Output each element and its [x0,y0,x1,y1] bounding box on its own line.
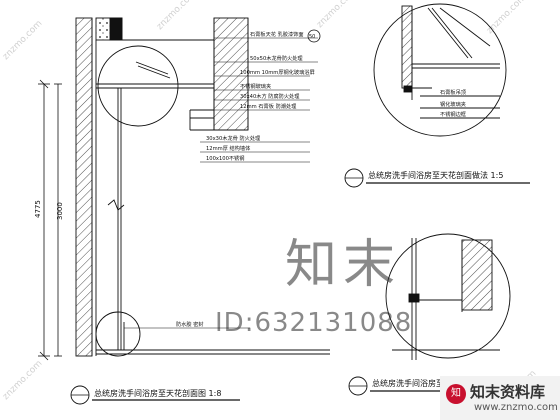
detail-circle-top [97,45,179,127]
title-detail-top [344,168,530,188]
detail-top-callouts: 石膏板吊顶 钢化玻璃夹 不锈钢边框 [440,88,466,118]
callout-10: 防水胶 密封 [176,320,204,328]
svg-text:znzmo.com: znzmo.com [315,0,358,30]
badge-url: www.znzmo.com [474,402,558,413]
callout-5: 30x40木方 防腐防火处理 [240,92,300,100]
callout-bubble [307,29,321,43]
callout-6: 12mm 石膏板 防潮处理 [240,102,297,110]
callout-3: 100mm 10mm厚钢化玻璃浴屏 [240,68,315,76]
site-badge[interactable]: 知 知末资料库 www.znzmo.com [440,376,560,420]
dim-total-label: 3000 [56,202,64,220]
detail-callout-2: 钢化玻璃夹 [440,100,466,108]
logo-icon: 知 [446,384,466,404]
title-detail-top-text: 总统房洗手间浴房至天花剖面做法 1:5 [368,170,503,180]
watermark-site: 知末 [285,235,402,295]
wall-hatch-left [75,17,93,357]
detail-callout-3: 不锈钢边框 [440,110,466,118]
detail-bottom [385,233,511,360]
leader-lines [124,37,318,329]
detail-circle-bottom [95,311,141,357]
callout-4: 不锈钢玻璃夹 [240,82,271,90]
svg-text:znzmo.com: znzmo.com [1,359,44,402]
title-detail-bottom-text: 总统房洗手间浴房至天花剖面做法 1:5 [372,378,507,388]
detail-callout-1: 石膏板吊顶 [440,88,466,96]
svg-text:znzmo.com: znzmo.com [155,0,198,32]
svg-text:znzmo.com: znzmo.com [485,0,528,36]
callout-bubble-text: 50 [309,34,315,40]
svg-text:znzmo.com: znzmo.com [1,19,44,62]
title-main-text: 总统房洗手间浴房至天花剖面图 1:8 [94,388,221,398]
wall-hatch-right [213,17,249,131]
callout-2: 50x50木龙骨防火处理 [250,54,303,62]
title-main [70,385,240,405]
callout-8: 12mm厚 结构墙体 [206,144,251,152]
callout-1: 石膏板天花 乳胶漆饰面 [250,30,304,38]
dimension-chain [38,79,62,361]
watermark-id: ID:632131088 [215,308,413,338]
dim-sub-label: 4775 [34,200,42,218]
callout-7: 30x30木龙骨 防火处理 [206,134,261,142]
badge-title: 知末资料库 [470,383,546,401]
callout-9: 100x100不锈钢 [206,154,244,162]
callout-texts: 石膏板天花 乳胶漆饰面 50x50木龙骨防火处理 100mm 10mm厚钢化玻璃… [176,30,315,328]
detail-top [373,3,507,137]
main-section [75,17,330,357]
